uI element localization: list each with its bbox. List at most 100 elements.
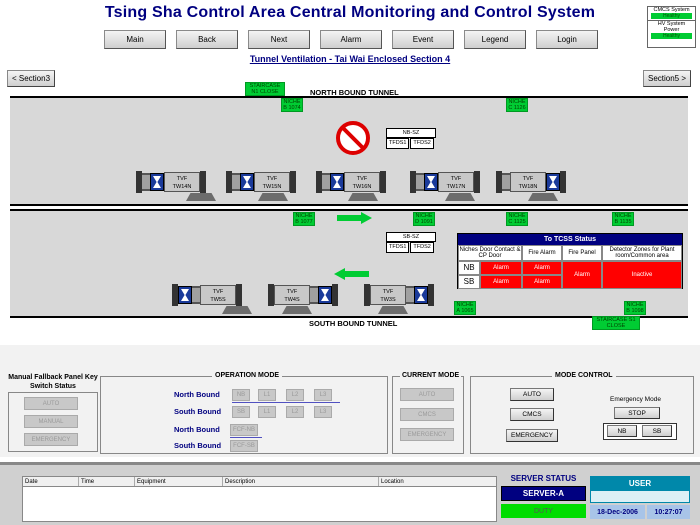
next-section-button[interactable]: Section5 > — [643, 70, 691, 87]
north-tunnel-bottom-wall — [10, 204, 688, 206]
event-button[interactable]: Event — [392, 30, 454, 49]
page-subtitle[interactable]: Tunnel Ventilation - Tai Wai Enclosed Se… — [249, 54, 451, 64]
fallback-auto: AUTO — [24, 397, 78, 410]
nb-sz-label: NB-SZ — [386, 128, 436, 138]
tcss-detector-status: Inactive — [602, 261, 682, 289]
mode-emergency-button[interactable]: EMERGENCY — [506, 429, 558, 442]
hourglass-icon — [424, 173, 438, 191]
south-tunnel-top-wall — [10, 209, 688, 211]
event-log-table[interactable]: Date Time Equipment Description Location — [22, 476, 497, 522]
main-button[interactable]: Main — [104, 30, 166, 49]
sb-sz-label: SB-SZ — [386, 232, 436, 242]
server-name: SERVER-A — [501, 486, 586, 501]
prev-section-button[interactable]: < Section3 — [7, 70, 55, 87]
fan-tw14n-base — [186, 193, 216, 201]
alarm-button[interactable]: Alarm — [320, 30, 382, 49]
hourglass-icon — [546, 173, 560, 191]
op-fcf-nb-button: FCF-NB — [230, 424, 258, 436]
system-status-box: CMCS System Healthy HV System Power Heal… — [647, 6, 696, 48]
emergency-sb-button[interactable]: SB — [642, 425, 672, 437]
emergency-stop-button[interactable]: STOP — [614, 407, 660, 419]
next-button[interactable]: Next — [248, 30, 310, 49]
niche-c1126[interactable]: NICHE C 1126 — [506, 98, 528, 112]
hourglass-icon — [150, 173, 164, 191]
niche-b1098[interactable]: NICHE B 1098 — [624, 301, 646, 315]
south-tunnel-bottom-wall — [10, 316, 688, 318]
hv-system-label: HV System Power — [657, 21, 686, 33]
hourglass-icon — [178, 286, 192, 304]
nb-tfds1[interactable]: TFDS1 — [386, 138, 410, 149]
current-emergency: EMERGENCY — [400, 428, 454, 441]
server-status-title: SERVER STATUS — [510, 474, 577, 483]
niche-b1074[interactable]: NICHE B 1074 — [281, 98, 303, 112]
sb-tfds2[interactable]: TFDS2 — [410, 242, 434, 253]
tcss-fire-panel-status: Alarm — [562, 261, 602, 289]
hourglass-icon — [318, 286, 332, 304]
hourglass-icon — [240, 173, 254, 191]
no-entry-icon — [336, 121, 370, 155]
op-sb-l3-button: L3 — [314, 406, 332, 418]
fan-tw5s-base — [222, 306, 252, 314]
north-tunnel-top-wall — [10, 96, 688, 98]
niche-b1135[interactable]: NICHE B 1135 — [612, 212, 634, 226]
log-col-date: Date — [23, 477, 79, 486]
back-button[interactable]: Back — [176, 30, 238, 49]
fan-tw15n-base — [258, 193, 288, 201]
login-button[interactable]: Login — [536, 30, 598, 49]
user-field — [590, 490, 690, 503]
current-auto: AUTO — [400, 388, 454, 401]
fan-tw17n-base — [445, 193, 475, 201]
sb-tfds-group: TFDS1 TFDS2 — [386, 242, 434, 253]
op-sb-button: SB — [232, 406, 250, 418]
operation-mode-title: OPERATION MODE — [212, 372, 283, 379]
mode-auto-button[interactable]: AUTO — [510, 388, 554, 401]
op-north-fire-label: North Bound — [174, 425, 220, 434]
current-mode-title: CURRENT MODE — [400, 372, 462, 379]
sb-tfds1[interactable]: TFDS1 — [386, 242, 410, 253]
fan-tw4s-base — [282, 306, 312, 314]
op-sb-l2-button: L2 — [286, 406, 304, 418]
cmcs-system-label: CMCS System — [653, 7, 690, 13]
tcss-status-panel: To TCSS Status Niches Door Contact & CP … — [457, 233, 683, 289]
tcss-header-fire-panel: Fire Panel — [562, 245, 602, 261]
mode-cmcs-button[interactable]: CMCS — [510, 408, 554, 421]
tcss-header-niche: Niches Door Contact & CP Door — [458, 245, 522, 261]
staircase-n1-status[interactable]: STAIRCASE N1 CLOSE — [245, 82, 285, 96]
emergency-mode-label: Emergency Mode — [610, 396, 661, 403]
op-north-bound-label: North Bound — [174, 390, 220, 399]
nb-tfds-group: TFDS1 TFDS2 — [386, 138, 434, 149]
tcss-nb-niche-status: Alarm — [480, 261, 522, 275]
current-time: 10:27:07 — [647, 505, 690, 519]
niche-b1077[interactable]: NICHE B 1077 — [293, 212, 315, 226]
staircase-s1-status[interactable]: STAIRCASE S1 CLOSE — [592, 316, 640, 330]
niche-a1065[interactable]: NICHE A 1065 — [454, 301, 476, 315]
fan-tw16n-base — [348, 193, 378, 201]
mode-control-panel — [470, 376, 694, 454]
hv-system-status: Healthy — [651, 33, 692, 39]
log-col-description: Description — [223, 477, 379, 486]
arrow-left-icon — [334, 268, 369, 280]
tcss-title: To TCSS Status — [458, 234, 682, 245]
niche-c1125[interactable]: NICHE C 1125 — [506, 212, 528, 226]
op-nb-l1-button: L1 — [258, 389, 276, 401]
legend-button[interactable]: Legend — [464, 30, 526, 49]
op-nb-l2-button: L2 — [286, 389, 304, 401]
emergency-nb-button[interactable]: NB — [607, 425, 637, 437]
nb-tfds2[interactable]: TFDS2 — [410, 138, 434, 149]
cmcs-system-status: Healthy — [651, 13, 692, 19]
tcss-header-fire-alarm: Fire Alarm — [522, 245, 562, 261]
mode-control-title: MODE CONTROL — [552, 372, 616, 379]
current-cmcs: CMCS — [400, 408, 454, 421]
niche-d1091[interactable]: NICHE D 1091 — [413, 212, 435, 226]
op-sb-l1-button: L1 — [258, 406, 276, 418]
page-title: Tsing Sha Control Area Central Monitorin… — [104, 4, 596, 21]
arrow-right-icon — [337, 212, 372, 224]
